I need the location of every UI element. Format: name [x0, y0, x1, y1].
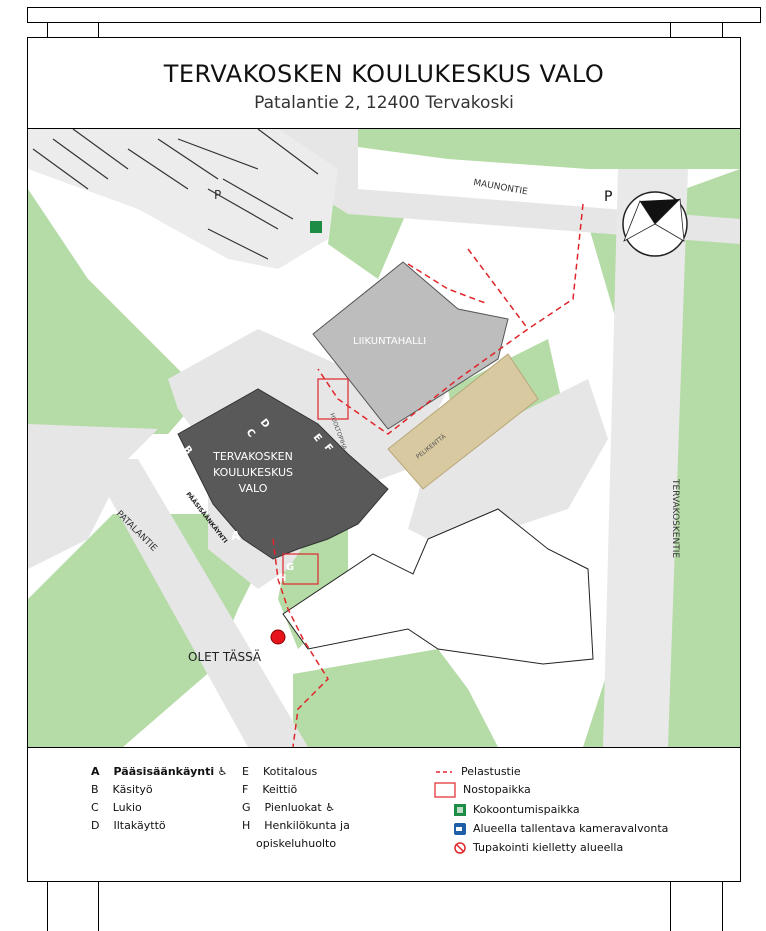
school-label-line3: VALO: [239, 482, 268, 495]
frame-leg-1: [47, 882, 48, 931]
legend-entrance-g: G Pienluokat ♿: [242, 801, 335, 814]
parking-area: [28, 129, 338, 269]
you-are-here-label: OLET TÄSSÄ: [188, 649, 262, 664]
legend-entrance-a: A Pääsisäänkäynti ♿: [91, 765, 227, 778]
wheelchair-icon: ♿: [217, 765, 228, 778]
school-label-line2: KOULUKESKUS: [213, 466, 293, 479]
legend-entrance-h: H Henkilökunta ja: [242, 819, 350, 832]
wheelchair-icon: ♿: [325, 801, 336, 814]
legend-letter: A: [91, 765, 100, 778]
assembly-point-icon: [310, 221, 322, 233]
legend-entrance-c: C Lukio: [91, 801, 142, 814]
entrance-letter-a: A: [231, 529, 241, 543]
page-title: TERVAKOSKEN KOULUKESKUS VALO: [163, 60, 605, 88]
frame-top: [27, 7, 761, 8]
map-sheet: TERVAKOSKEN KOULUKESKUS VALO Patalantie …: [27, 37, 741, 882]
lift-area-icon: [434, 782, 456, 798]
legend-letter: E: [242, 765, 249, 778]
sports-hall-building: [312, 261, 509, 430]
legend-entrance-b: B Käsityö: [91, 783, 153, 796]
frame-leg-4: [722, 882, 723, 931]
frame-top-2: [27, 22, 761, 23]
legend-entrance-f: F Keittiö: [242, 783, 297, 796]
legend-assembly-point: Kokoontumispaikka: [454, 803, 580, 816]
legend-label: Käsityö: [112, 783, 153, 796]
legend-label: Kotitalous: [262, 765, 318, 778]
legend-letter: H: [242, 819, 251, 832]
legend-letter: G: [242, 801, 251, 814]
legend-label: Iltakäyttö: [113, 819, 166, 832]
legend-label: Alueella tallentava kameravalvonta: [473, 822, 669, 835]
assembly-point-icon: [454, 804, 466, 816]
frame-leg-3: [670, 882, 671, 931]
parking-label: P: [214, 188, 221, 202]
rescue-route-icon: [436, 771, 452, 773]
frame-leg-2: [98, 882, 99, 931]
legend-camera-surveillance: Alueella tallentava kameravalvonta: [454, 822, 668, 835]
road-label-tervakoskentie: TERVAKOSKENTIE: [670, 478, 680, 558]
north-label: P: [604, 189, 612, 205]
frame-post-1: [47, 22, 48, 38]
neighbour-building: [282, 508, 594, 665]
legend-entrance-e: E Kotitalous: [242, 765, 317, 778]
legend-label: Kokoontumispaikka: [473, 803, 580, 816]
legend-letter: B: [91, 783, 99, 796]
site-map: P MAUNONTIE PATALANTIE TERVAKOSKENTIE LI…: [28, 129, 740, 748]
legend-label: Pelastustie: [461, 765, 521, 778]
school-label-line1: TERVAKOSKEN: [212, 450, 293, 463]
legend-letter: D: [91, 819, 100, 832]
entrance-letter-h: H: [278, 573, 286, 584]
sports-field: [387, 353, 539, 490]
frame-post-3: [670, 22, 671, 38]
site-map-svg: P MAUNONTIE PATALANTIE TERVAKOSKENTIE LI…: [28, 129, 740, 747]
you-are-here-marker: [270, 629, 286, 645]
frame-post-2: [98, 22, 99, 38]
frame-post-4: [722, 22, 723, 38]
legend-rescue-route: Pelastustie: [434, 765, 521, 778]
legend-letter: C: [91, 801, 99, 814]
legend-label: Nostopaikka: [463, 783, 531, 796]
lift-areas: [282, 378, 349, 585]
legend: A Pääsisäänkäynti ♿ B Käsityö C Lukio D …: [28, 748, 740, 881]
legend-label: Pienluokat: [264, 801, 322, 814]
frame-left-top: [27, 7, 28, 23]
frame-right-top: [760, 7, 761, 23]
legend-label: Lukio: [112, 801, 142, 814]
legend-entrance-h-line2: opiskeluhuolto: [256, 837, 337, 850]
school-building: [177, 388, 389, 560]
rescue-route: [272, 203, 584, 747]
legend-label: Pääsisäänkäynti: [113, 765, 215, 778]
sports-hall-label: LIIKUNTAHALLI: [353, 336, 426, 347]
legend-entrance-d: D Iltakäyttö: [91, 819, 166, 832]
legend-label: Keittiö: [262, 783, 298, 796]
no-smoking-icon: [454, 842, 466, 854]
camera-surveillance-icon: [454, 823, 466, 835]
legend-label: Henkilökunta ja: [264, 819, 350, 832]
parking-stripes: [32, 129, 319, 260]
title-block: TERVAKOSKEN KOULUKESKUS VALO Patalantie …: [28, 38, 740, 129]
entrance-letter-g: G: [286, 562, 294, 573]
north-arrow-icon: P: [604, 189, 688, 257]
address: Patalantie 2, 12400 Tervakoski: [254, 93, 514, 113]
legend-label: Tupakointi kielletty alueella: [473, 841, 624, 854]
legend-no-smoking: Tupakointi kielletty alueella: [454, 841, 623, 854]
legend-lift-area: Nostopaikka: [434, 782, 531, 798]
legend-letter: F: [242, 783, 249, 796]
